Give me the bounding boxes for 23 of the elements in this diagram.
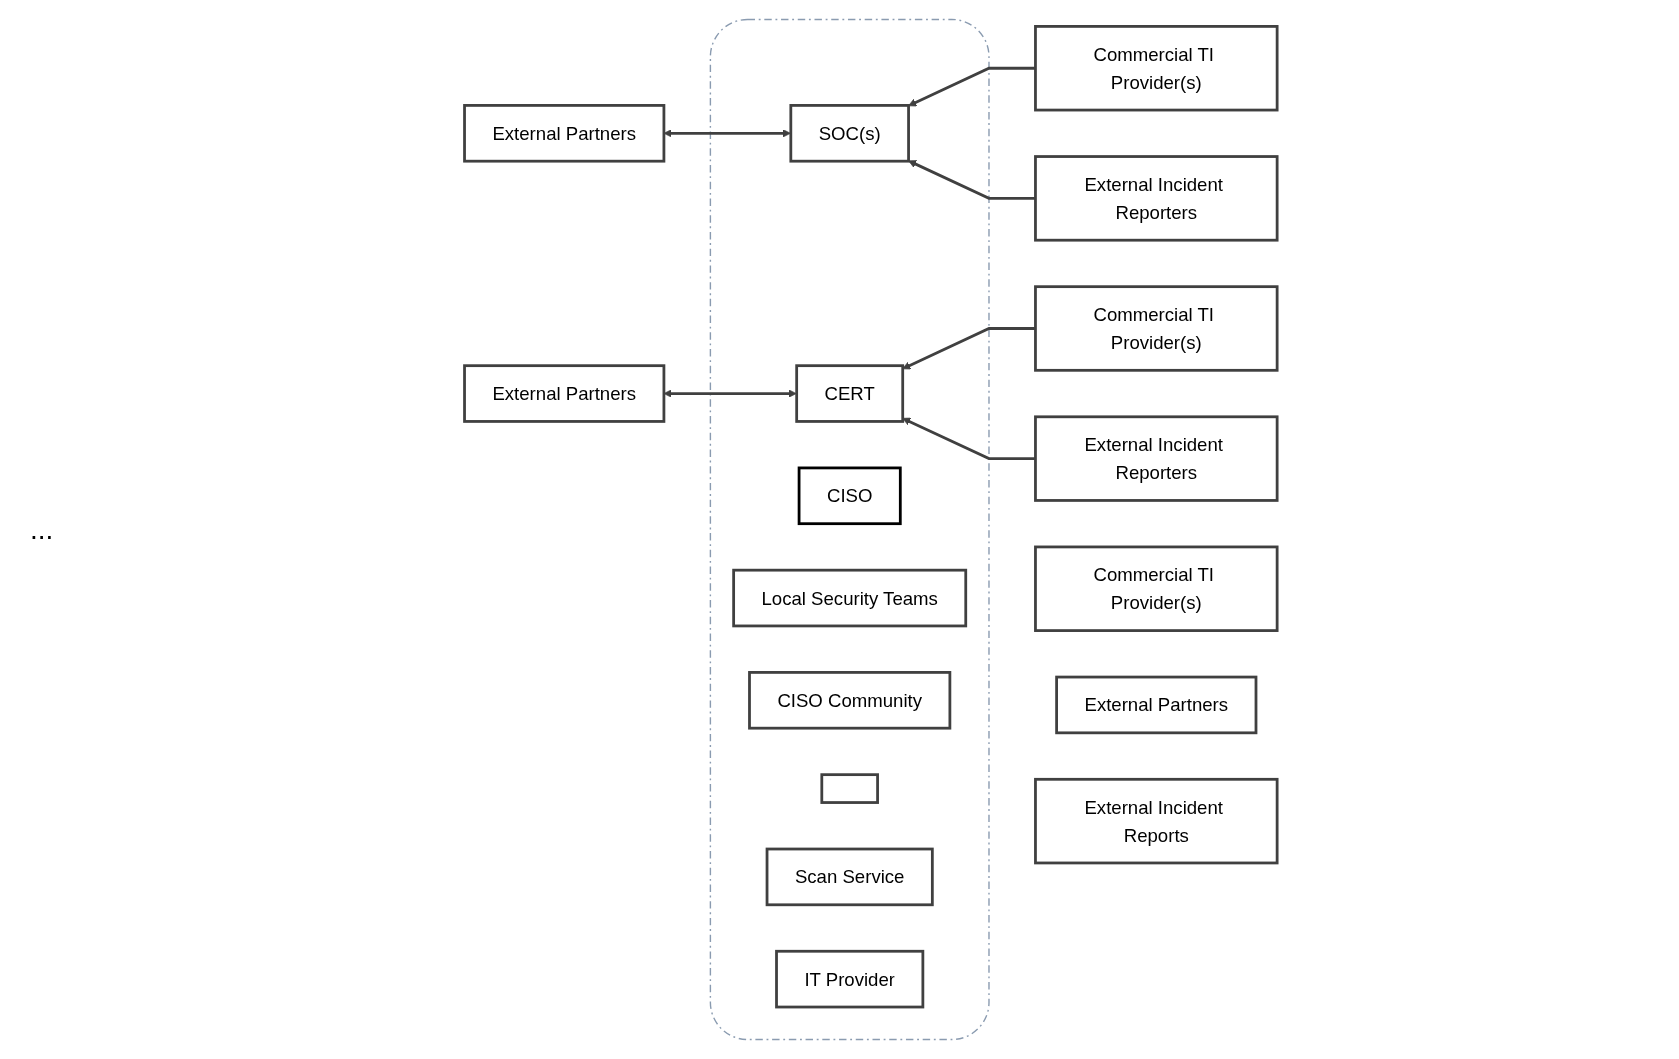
node-box: External Incident Reports [1034,777,1279,865]
node-box: CISO Community [748,671,952,730]
arrow [908,160,1036,200]
node-box: External Partners [463,104,666,163]
node-box: Scan Service [766,847,935,907]
node-box: External Incident Reporters [1034,415,1279,502]
node-box: External Partners [1055,675,1258,735]
arrow [902,417,1036,461]
node-box [820,773,880,804]
arrow [908,66,1036,107]
cluster [710,18,991,1041]
node-box: CISO [798,466,903,526]
node-box: External Partners [463,364,666,423]
node-box: Commercial TI Provider(s) [1034,285,1279,372]
node-box: IT Provider [775,949,925,1009]
node-box: External Incident Reporters [1034,155,1279,242]
node-box: SOC(s) [789,104,911,163]
node-box: Local Security Teams [732,568,968,628]
arrow [902,327,1036,370]
node-box: Commercial TI Provider(s) [1034,545,1279,632]
node-box: Commercial TI Provider(s) [1034,25,1279,112]
ellipsis-label: ... [30,513,54,546]
node-box: CERT [795,364,905,423]
